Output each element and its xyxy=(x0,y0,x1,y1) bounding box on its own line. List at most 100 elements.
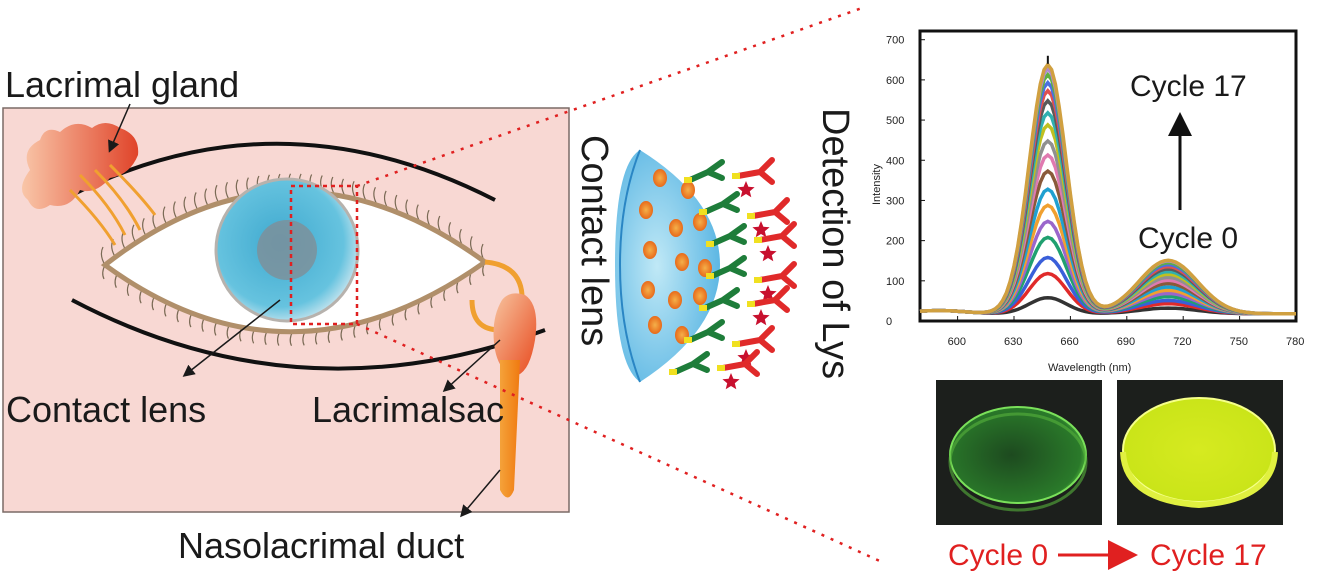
lysozyme-star xyxy=(759,285,777,302)
linker-yellow xyxy=(747,213,755,219)
detection-antibody xyxy=(750,285,790,313)
arrow-to-sac xyxy=(442,339,501,393)
lysozyme-dot xyxy=(681,181,695,199)
photo-cycle-17-rim xyxy=(1120,451,1278,509)
capture-antibody xyxy=(709,223,747,247)
y-tick-label: 600 xyxy=(886,75,904,87)
lysozyme-star xyxy=(752,221,770,238)
eye-anatomy-panel: Lacrimal gland Contact lens Lacrimalsac … xyxy=(2,64,570,566)
x-tick-label: 780 xyxy=(1286,336,1304,348)
x-tick-label: 630 xyxy=(1004,336,1022,348)
detection-antibody xyxy=(757,221,797,249)
label-contact-lens-vertical: Contact lens xyxy=(573,135,615,346)
annotation-cycle-17: Cycle 17 xyxy=(1130,70,1247,103)
linker-yellow xyxy=(732,341,740,347)
lens-schematic: Contact lens Detection of Lys xyxy=(573,108,856,390)
chart-frame xyxy=(918,29,1298,323)
lysozyme-dot xyxy=(698,259,712,277)
lens-edge xyxy=(618,149,641,383)
linker-yellow xyxy=(754,237,762,243)
linker-yellow xyxy=(717,365,725,371)
x-tick-label: 690 xyxy=(1117,336,1135,348)
arrow-to-duct xyxy=(460,469,501,518)
caption-cycle-17: Cycle 17 xyxy=(1150,539,1267,572)
capture-antibody xyxy=(709,255,747,279)
photo-cycle-0-rim xyxy=(948,412,1088,512)
lysozyme-star xyxy=(737,181,755,198)
capture-antibody xyxy=(702,191,740,215)
lysozyme-dot xyxy=(641,281,655,299)
label-contact-lens: Contact lens xyxy=(6,389,206,430)
y-tick-label: 700 xyxy=(886,35,904,47)
y-tick-label: 100 xyxy=(886,276,904,288)
capture-antibody xyxy=(687,319,725,343)
linker-yellow xyxy=(706,273,714,279)
y-tick-label: 0 xyxy=(886,316,892,328)
detection-antibody xyxy=(757,261,797,289)
lysozyme-dot xyxy=(668,291,682,309)
photo-cycle-0-lens xyxy=(949,406,1087,504)
antibody-chain xyxy=(669,157,797,390)
spectrum-line xyxy=(919,61,1296,316)
lysozyme-star xyxy=(737,349,755,366)
detection-antibody xyxy=(735,157,775,185)
y-tick-label: 200 xyxy=(886,236,904,248)
lysozyme-dot xyxy=(648,316,662,334)
lysozyme-star xyxy=(722,373,740,390)
linker-yellow xyxy=(732,173,740,179)
increase-arrow xyxy=(1168,112,1192,210)
capture-antibody xyxy=(702,287,740,311)
label-lacrimal-sac: Lacrimalsac xyxy=(312,389,504,430)
lysozyme-dot xyxy=(643,241,657,259)
arrow-to-lens xyxy=(182,299,281,377)
zoom-lines xyxy=(356,6,883,564)
y-axis-label: Intensity xyxy=(871,164,883,205)
chart-series xyxy=(919,55,1296,316)
lacrimal-sac xyxy=(493,293,537,375)
detection-antibody xyxy=(735,325,775,353)
lens-photos: Cycle 0 Cycle 17 xyxy=(936,380,1283,572)
x-tick-label: 750 xyxy=(1230,336,1248,348)
capture-antibody xyxy=(672,351,710,375)
linker-yellow xyxy=(747,301,755,307)
lower-eyelid-line xyxy=(71,298,546,371)
arrow-to-gland xyxy=(108,103,131,153)
pupil xyxy=(257,220,317,280)
x-axis-label: Wavelength (nm) xyxy=(1048,362,1131,374)
x-tick-label: 660 xyxy=(1060,336,1078,348)
capture-antibody xyxy=(687,159,725,183)
lysozyme-dots xyxy=(639,169,712,344)
upper-eyelid-line xyxy=(71,141,496,202)
lysozyme-dot xyxy=(653,169,667,187)
label-lacrimal-gland: Lacrimal gland xyxy=(5,64,239,105)
y-tick-label: 400 xyxy=(886,155,904,167)
photo-cycle-17-lens xyxy=(1122,397,1276,503)
lysozyme-dot xyxy=(693,213,707,231)
lysozyme-dot xyxy=(675,253,689,271)
lysozyme-dot xyxy=(639,201,653,219)
linker-yellow xyxy=(706,241,714,247)
linker-yellow xyxy=(699,305,707,311)
linker-yellow xyxy=(684,177,692,183)
annotation-cycle-0: Cycle 0 xyxy=(1138,222,1238,255)
lysozyme-dot xyxy=(693,287,707,305)
zoom-region-box xyxy=(289,184,359,326)
lysozyme-star xyxy=(759,245,777,262)
label-nasolacrimal-duct: Nasolacrimal duct xyxy=(178,525,464,566)
lysozyme-dot xyxy=(669,219,683,237)
lysozyme-star xyxy=(752,309,770,326)
linker-yellow xyxy=(669,369,677,375)
detection-antibody xyxy=(750,197,790,225)
gland-ducts xyxy=(68,163,157,246)
y-tick-label: 500 xyxy=(886,115,904,127)
y-tick-label: 300 xyxy=(886,195,904,207)
linker-yellow xyxy=(684,337,692,343)
label-detection-of-lys: Detection of Lys xyxy=(814,108,856,379)
caption-cycle-0: Cycle 0 xyxy=(948,539,1048,572)
linker-yellow xyxy=(699,209,707,215)
x-tick-label: 720 xyxy=(1173,336,1191,348)
detection-antibody xyxy=(720,349,760,377)
